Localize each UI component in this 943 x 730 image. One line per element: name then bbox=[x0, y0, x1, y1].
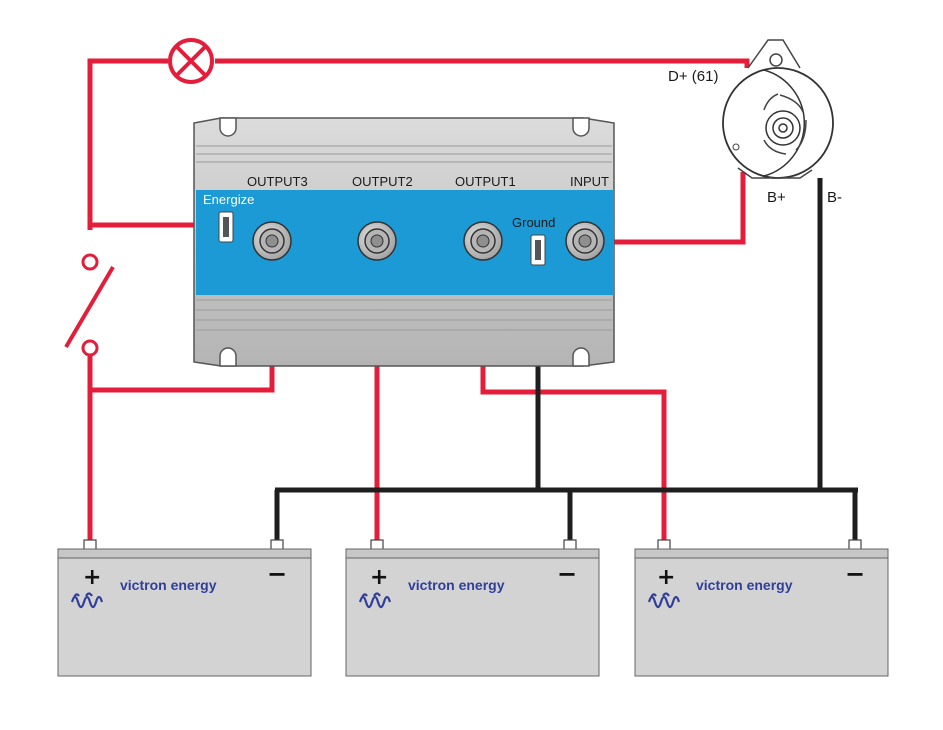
output1-label: OUTPUT1 bbox=[455, 174, 516, 189]
battery-2: + − victron energy bbox=[345, 539, 600, 677]
battery-isolator: OUTPUT3 OUTPUT2 OUTPUT1 INPUT Energize G… bbox=[193, 117, 615, 367]
alternator-icon bbox=[722, 39, 834, 179]
victron-logo-icon bbox=[70, 592, 104, 609]
battery-body bbox=[345, 557, 600, 677]
ground-terminal bbox=[530, 234, 546, 266]
battery-body bbox=[634, 557, 889, 677]
brand-label: victron energy bbox=[408, 577, 505, 593]
b-plus-label: B+ bbox=[767, 189, 786, 206]
lamp-wire-right bbox=[215, 58, 750, 68]
mounting-slots bbox=[219, 117, 590, 367]
positive-symbol: + bbox=[657, 565, 675, 590]
d-plus-label: D+ (61) bbox=[668, 68, 718, 85]
positive-symbol: + bbox=[83, 565, 101, 590]
output3-terminal bbox=[252, 221, 292, 261]
energize-terminal bbox=[218, 211, 234, 243]
ground-label: Ground bbox=[512, 215, 555, 230]
input-label: INPUT bbox=[570, 174, 609, 189]
warning-lamp-icon bbox=[168, 38, 214, 84]
negative-wires bbox=[274, 178, 858, 543]
battery-body bbox=[57, 557, 312, 677]
victron-logo-icon bbox=[358, 592, 392, 609]
positive-symbol: + bbox=[370, 565, 388, 590]
brand-label: victron energy bbox=[696, 577, 793, 593]
output2-terminal bbox=[357, 221, 397, 261]
battery-lid bbox=[345, 548, 600, 559]
victron-logo-icon bbox=[647, 592, 681, 609]
input-wire bbox=[605, 172, 746, 245]
lamp-wire-left bbox=[87, 58, 168, 230]
negative-symbol: − bbox=[267, 560, 287, 588]
negative-symbol: − bbox=[557, 560, 577, 588]
switch-icon bbox=[64, 253, 115, 357]
battery-lid bbox=[57, 548, 312, 559]
energize-label: Energize bbox=[203, 192, 254, 207]
battery-lid bbox=[634, 548, 889, 559]
battery-3: + − victron energy bbox=[634, 539, 889, 677]
negative-symbol: − bbox=[845, 560, 865, 588]
b-minus-label: B- bbox=[827, 189, 842, 206]
battery-1: + − victron energy bbox=[57, 539, 312, 677]
isolator-ribs bbox=[196, 145, 612, 331]
output3-label: OUTPUT3 bbox=[247, 174, 308, 189]
input-terminal bbox=[565, 221, 605, 261]
output2-label: OUTPUT2 bbox=[352, 174, 413, 189]
output1-terminal bbox=[463, 221, 503, 261]
brand-label: victron energy bbox=[120, 577, 217, 593]
